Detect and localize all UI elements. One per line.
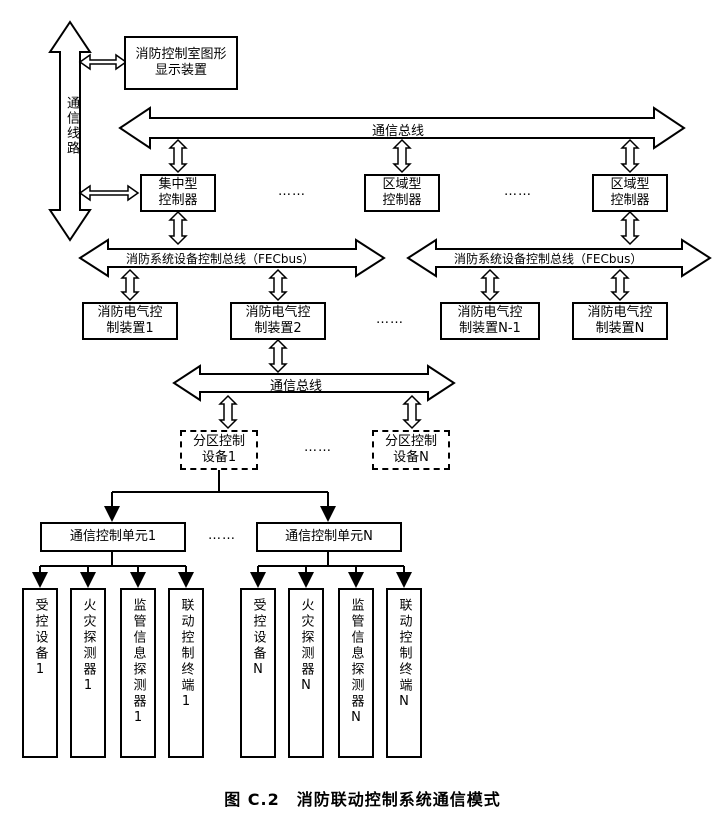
top-bus-label: 通信总线	[372, 124, 425, 139]
comm-line-label: 通信线路	[64, 96, 79, 156]
ellipsis-zones: ……	[304, 440, 332, 455]
ellipsis-devices: ……	[376, 312, 404, 327]
ellipsis-top-2: ……	[504, 184, 532, 199]
leaf-linkage-terminal-1: 联动控制终端1	[168, 588, 204, 758]
regional-controller-box-2: 区域型 控制器	[592, 174, 668, 212]
leaf-supervisory-detector-1: 监管信息探测器1	[120, 588, 156, 758]
mid-bus-label: 通信总线	[270, 379, 323, 394]
tree-lines	[32, 470, 412, 588]
bus-drop-arrows	[120, 138, 640, 430]
top-bus-arrow	[118, 106, 686, 150]
fecbus-left-label: 消防系统设备控制总线（FECbus）	[126, 252, 315, 266]
graphic-display-box: 消防控制室图形 显示装置	[124, 36, 238, 90]
device-box-2: 消防电气控 制装置2	[230, 302, 326, 340]
mid-bus-arrow	[172, 364, 456, 402]
link-display-arrow	[78, 53, 128, 71]
ellipsis-top-1: ……	[278, 184, 306, 199]
device-box-n: 消防电气控 制装置N	[572, 302, 668, 340]
ellipsis-units: ……	[208, 528, 236, 543]
comm-unit-box-1: 通信控制单元1	[40, 522, 186, 552]
fecbus-left-arrow	[78, 238, 386, 278]
leaf-fire-detector-n: 火灾探测器N	[288, 588, 324, 758]
leaf-controlled-device-n: 受控设备N	[240, 588, 276, 758]
fecbus-right-label: 消防系统设备控制总线（FECbus）	[454, 252, 643, 266]
link-centralized-arrow	[78, 184, 140, 202]
zone-device-box-1: 分区控制 设备1	[180, 430, 258, 470]
figure-caption: 图 C.2 消防联动控制系统通信模式	[224, 790, 501, 809]
leaf-controlled-device-1: 受控设备1	[22, 588, 58, 758]
fecbus-right-arrow	[406, 238, 712, 278]
zone-device-box-n: 分区控制 设备N	[372, 430, 450, 470]
centralized-controller-box: 集中型 控制器	[140, 174, 216, 212]
regional-controller-box-1: 区域型 控制器	[364, 174, 440, 212]
comm-unit-box-n: 通信控制单元N	[256, 522, 402, 552]
device-box-1: 消防电气控 制装置1	[82, 302, 178, 340]
device-box-n1: 消防电气控 制装置N-1	[440, 302, 540, 340]
comm-line-vertical-arrow	[48, 20, 92, 242]
leaf-fire-detector-1: 火灾探测器1	[70, 588, 106, 758]
leaf-linkage-terminal-n: 联动控制终端N	[386, 588, 422, 758]
leaf-supervisory-detector-n: 监管信息探测器N	[338, 588, 374, 758]
